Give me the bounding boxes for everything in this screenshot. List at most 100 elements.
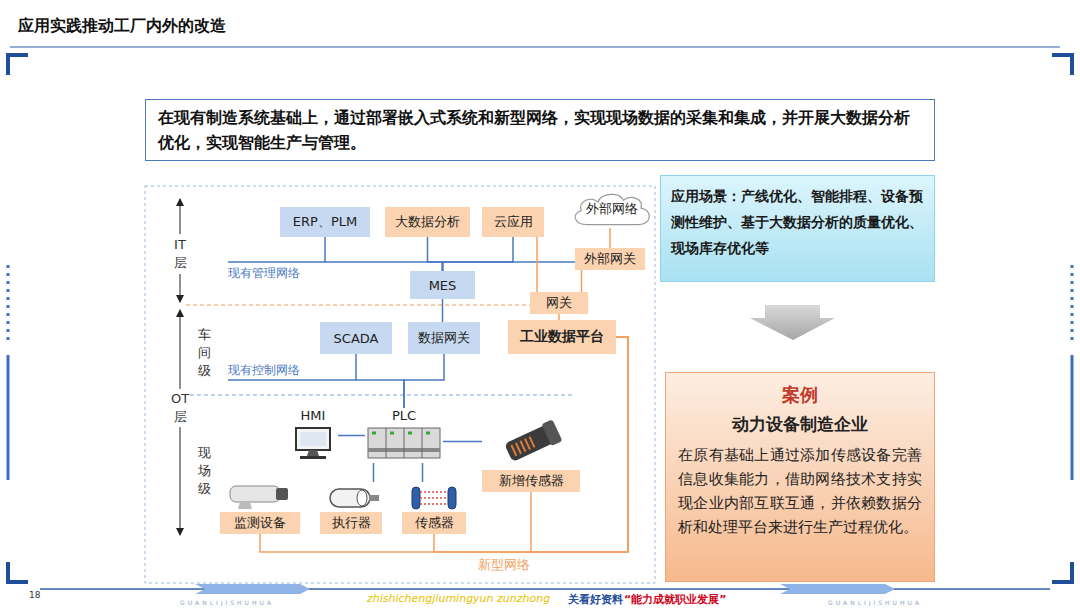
corner-bracket: [1052, 562, 1072, 582]
corner-bracket: [8, 562, 28, 582]
network-connector: [442, 299, 444, 322]
box-label: SCADA: [334, 331, 379, 346]
case-box: 案例动力设备制造企业在原有基础上通过添加传感设备完善信息收集能力，借助网络技术支…: [665, 372, 935, 582]
level-label: 现场级: [196, 444, 212, 498]
new-system-box: 云应用: [482, 207, 544, 237]
management-bus: [228, 261, 325, 263]
cloud-label: 外部网络: [586, 200, 638, 218]
device-node: PLC: [365, 408, 443, 463]
footer-text: 关看好资料: [568, 592, 623, 607]
monitor-base: [300, 456, 326, 459]
monitor-screen: [300, 432, 326, 446]
device-tag: 监测设备: [220, 512, 300, 534]
network-connector: [428, 237, 443, 271]
device-node: 传感器: [402, 482, 466, 534]
footer-motto: “能力成就职业发展”: [624, 592, 726, 607]
system-box: MES: [410, 271, 475, 299]
footer-slogan: zhishichengjiumingyun zunzhong: [367, 592, 550, 605]
footer-watermark: GUANLIJISHUHUA: [180, 599, 274, 606]
network-connector: [536, 237, 538, 292]
control-bus: [228, 379, 356, 381]
network-connector: [260, 337, 628, 552]
network-connector: [443, 262, 576, 271]
network-connector: [356, 354, 404, 408]
sensor-icon: [448, 487, 456, 509]
case-subtitle: 动力设备制造企业: [678, 409, 922, 439]
box-label: 大数据分析: [395, 213, 460, 231]
device-label: HMI: [301, 408, 326, 424]
platform-box: 工业数据平台: [508, 320, 616, 354]
box-label: MES: [429, 278, 457, 293]
network-connector: [443, 441, 482, 443]
sensor-beam: [420, 492, 448, 504]
layer-label: IT层: [170, 236, 190, 272]
network-connector: [422, 463, 424, 482]
network-connector: [581, 270, 583, 292]
layer-axis: [180, 310, 181, 389]
scenario-box: 应用场景：产线优化、智能排程、设备预测性维护、基于大数据分析的质量优化、现场库存…: [660, 175, 935, 282]
footer-rule: [40, 588, 1050, 590]
title-rule: [10, 47, 1060, 48]
down-arrow: [750, 305, 835, 340]
monitor-stand: [307, 450, 319, 456]
network-label: 现有控制网络: [228, 362, 300, 379]
case-body: 在原有基础上通过添加传感设备完善信息收集能力，借助网络技术支持实现企业内部互联互…: [678, 443, 922, 539]
side-bar: [7, 355, 10, 480]
device-node: HMI: [288, 408, 338, 463]
network-connector: [325, 237, 443, 271]
new-system-box: 网关: [530, 292, 588, 314]
camera-icon: [230, 486, 280, 502]
footer-chevron: [195, 584, 310, 594]
network-connector: [404, 354, 444, 408]
level-label: 车间级: [196, 326, 212, 380]
layer-divider: [186, 304, 535, 305]
scanner-icon: [503, 419, 562, 464]
diagram-frame: [145, 186, 655, 583]
system-box: ERP、PLM: [280, 207, 370, 237]
intro-box: 在现有制造系统基础上，通过部署嵌入式系统和新型网络，实现现场数据的采集和集成，并…: [145, 99, 935, 161]
level-divider: [190, 395, 575, 396]
network-label: 新型网络: [478, 556, 530, 574]
system-box: SCADA: [320, 322, 392, 354]
side-dashes: [1071, 265, 1074, 340]
page-number: 18: [29, 590, 40, 600]
actuator-icon: [330, 489, 370, 507]
sensor-icon: [412, 487, 420, 509]
monitor-icon: [296, 428, 330, 450]
plc-leds: [372, 432, 430, 435]
box-label: ERP、PLM: [293, 213, 357, 231]
box-label: 云应用: [494, 213, 533, 231]
new-system-box: 外部网关: [575, 248, 645, 270]
case-heading: 案例: [678, 381, 922, 409]
scenario-text: 应用场景：产线优化、智能排程、设备预测性维护、基于大数据分析的质量优化、现场库存…: [671, 183, 924, 261]
intro-text: 在现有制造系统基础上，通过部署嵌入式系统和新型网络，实现现场数据的采集和集成，并…: [158, 105, 922, 155]
device-node: 监测设备: [220, 478, 300, 534]
layer-axis: [180, 427, 181, 535]
cloud-shape: 外部网络: [568, 190, 656, 228]
device-label: PLC: [392, 408, 416, 424]
plc-icon: [368, 428, 440, 458]
device-node: 新增传感器: [482, 420, 580, 492]
cloud-path: [575, 194, 649, 224]
device-tag: 新增传感器: [482, 470, 580, 492]
device-tag: 传感器: [402, 512, 466, 534]
network-connector: [609, 228, 611, 248]
network-connector: [531, 337, 628, 552]
device-node: 执行器: [320, 482, 382, 534]
corner-bracket: [8, 55, 28, 75]
box-label: 工业数据平台: [520, 328, 604, 346]
layer-axis: [180, 199, 181, 234]
footer-watermark: GUANLIJISHUHUA: [828, 599, 922, 606]
scanner-stripes: [511, 437, 534, 456]
layer-axis: [180, 274, 181, 302]
device-tag: 执行器: [320, 512, 382, 534]
corner-bracket: [1052, 55, 1072, 75]
layer-label: OT层: [169, 390, 191, 426]
system-box: 数据网关: [408, 322, 480, 354]
footer-chevron: [780, 584, 895, 594]
network-connector: [338, 435, 365, 437]
side-bar: [1071, 355, 1074, 480]
box-label: 数据网关: [418, 329, 470, 347]
new-system-box: 大数据分析: [385, 207, 470, 237]
box-label: 网关: [546, 294, 572, 312]
